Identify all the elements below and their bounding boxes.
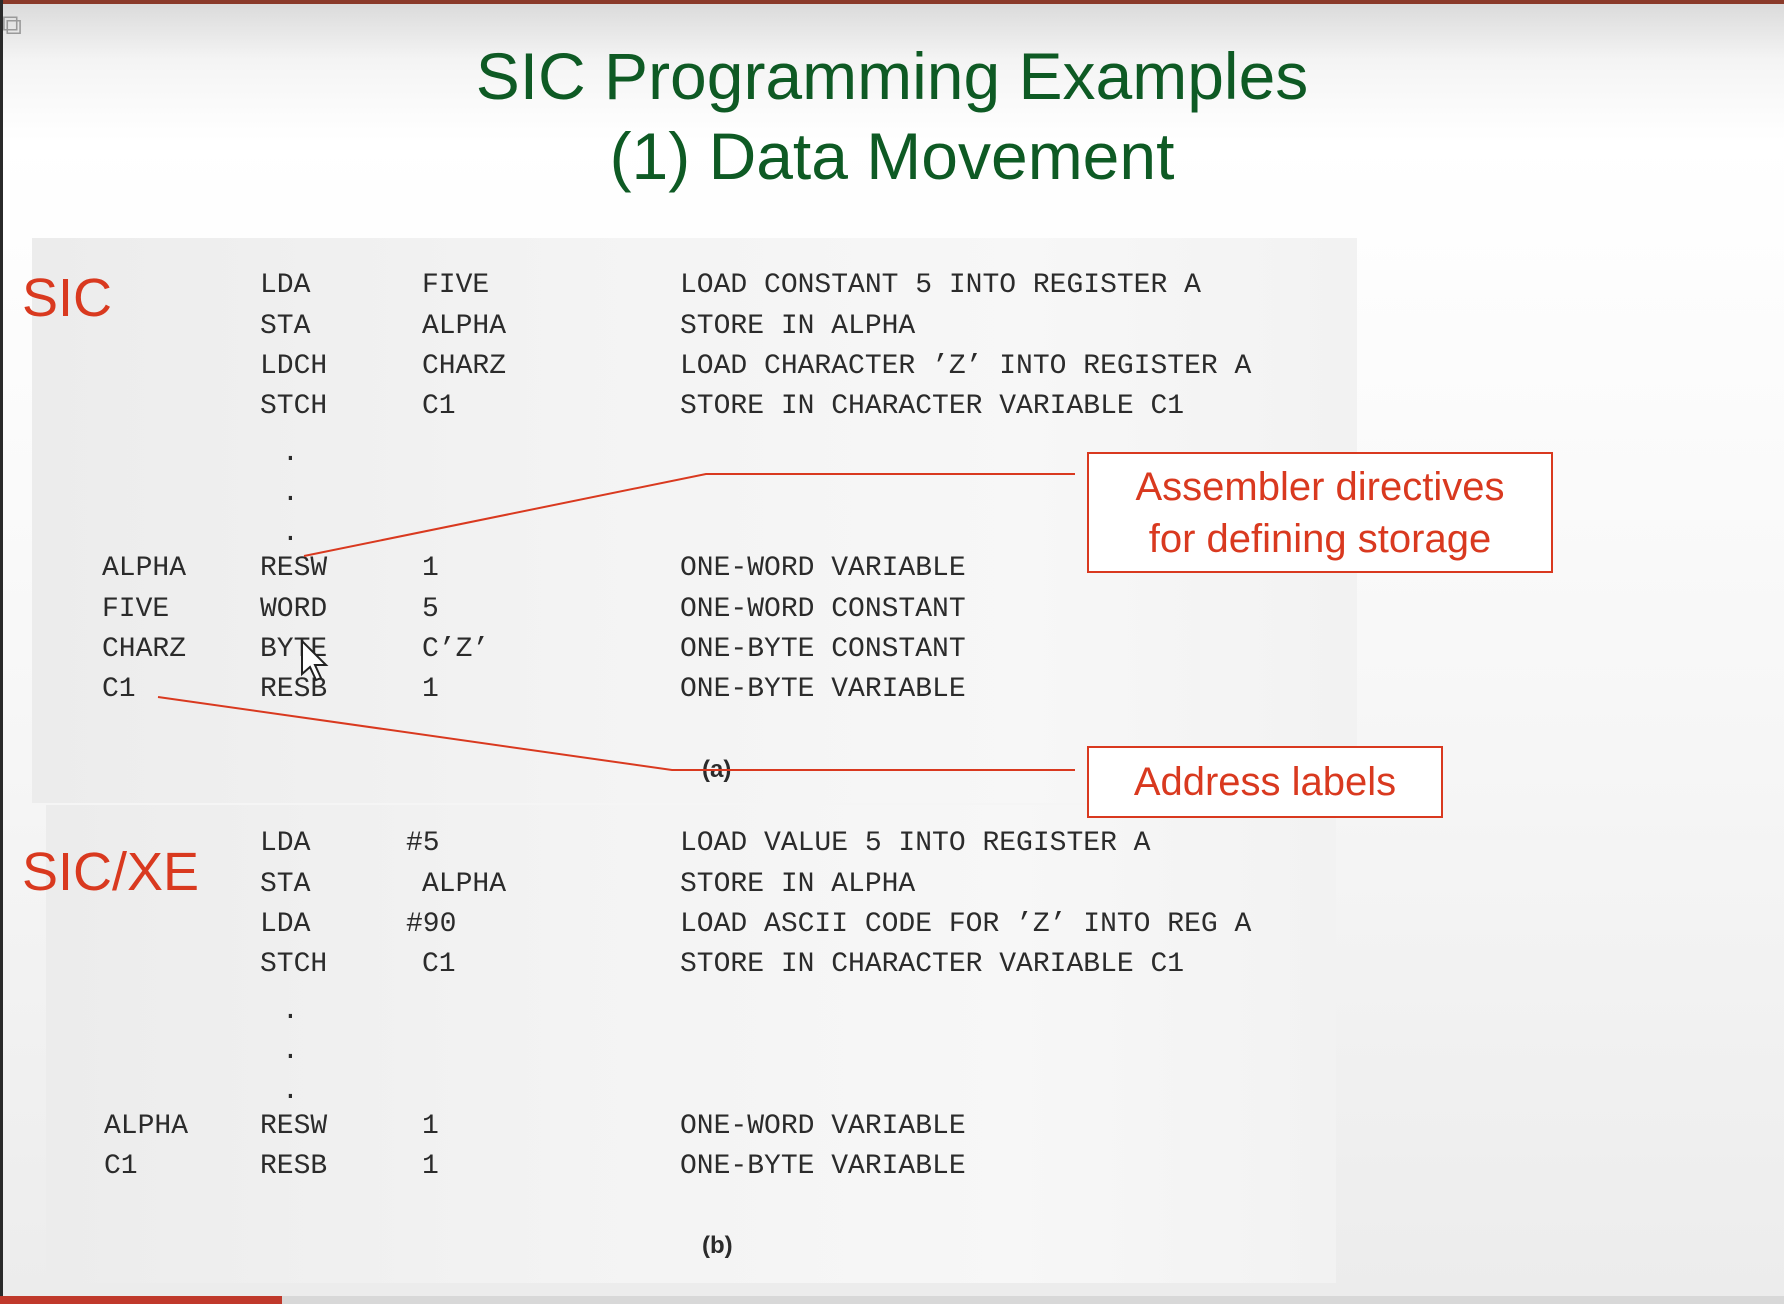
code-op: LDA <box>260 270 311 301</box>
code-ellipsis-dot: . <box>282 1076 299 1107</box>
code-op: STA <box>260 869 311 900</box>
code-op: RESW <box>260 553 328 584</box>
code-operand: 5 <box>422 594 439 625</box>
section-label-sicxe: SIC/XE <box>22 842 200 902</box>
code-comment: LOAD CONSTANT 5 INTO REGISTER A <box>680 270 1201 301</box>
code-operand: C1 <box>422 391 456 422</box>
code-op: LDCH <box>260 351 328 382</box>
title-line-2: (1) Data Movement <box>609 119 1175 193</box>
left-border <box>0 0 3 1304</box>
progress-fill <box>0 1296 282 1304</box>
corner-logo-icon: ⧉ <box>2 8 22 41</box>
code-op: STCH <box>260 391 328 422</box>
code-comment: ONE-WORD VARIABLE <box>680 1111 966 1142</box>
code-ellipsis-dot: . <box>282 1036 299 1067</box>
code-comment: LOAD ASCII CODE FOR ’Z’ INTO REG A <box>680 909 1252 940</box>
code-label: C1 <box>104 1151 138 1182</box>
code-operand: 1 <box>422 674 439 705</box>
code-ellipsis-dot: . <box>282 478 299 509</box>
code-operand: ALPHA <box>422 311 507 342</box>
code-operand: 1 <box>422 1111 439 1142</box>
code-label: CHARZ <box>102 634 187 665</box>
title-line-1: SIC Programming Examples <box>475 39 1309 113</box>
code-operand: C’Z’ <box>422 634 490 665</box>
callout-directives-line-2: for defining storage <box>1148 517 1492 561</box>
code-operand: #90 <box>406 909 457 940</box>
code-comment: STORE IN ALPHA <box>680 311 916 342</box>
code-ellipsis-dot: . <box>282 518 299 549</box>
section-label-sic: SIC <box>22 268 113 328</box>
figure-caption-a: (a) <box>702 756 732 783</box>
code-operand: CHARZ <box>422 351 507 382</box>
code-comment: ONE-BYTE VARIABLE <box>680 1151 966 1182</box>
code-comment: LOAD VALUE 5 INTO REGISTER A <box>680 828 1151 859</box>
scan-background-b <box>46 805 1336 1283</box>
code-op: LDA <box>260 828 311 859</box>
code-label: FIVE <box>102 594 170 625</box>
code-op: STCH <box>260 949 328 980</box>
callout-address-labels: Address labels <box>1087 746 1443 818</box>
code-operand: 1 <box>422 1151 439 1182</box>
code-op: BYTE <box>260 634 328 665</box>
code-comment: LOAD CHARACTER ’Z’ INTO REGISTER A <box>680 351 1252 382</box>
code-operand: #5 <box>406 828 440 859</box>
callout-directives-line-1: Assembler directives <box>1135 465 1505 509</box>
code-comment: ONE-BYTE CONSTANT <box>680 634 966 665</box>
code-label: ALPHA <box>102 553 187 584</box>
code-operand: ALPHA <box>422 869 507 900</box>
code-label: C1 <box>102 674 136 705</box>
top-border <box>0 0 1784 4</box>
code-op: RESB <box>260 1151 328 1182</box>
code-operand: C1 <box>422 949 456 980</box>
code-operand: 1 <box>422 553 439 584</box>
code-comment: ONE-WORD VARIABLE <box>680 553 966 584</box>
code-op: RESW <box>260 1111 328 1142</box>
code-ellipsis-dot: . <box>282 438 299 469</box>
code-comment: STORE IN CHARACTER VARIABLE C1 <box>680 949 1185 980</box>
figure-caption-b: (b) <box>702 1232 733 1259</box>
code-comment: ONE-WORD CONSTANT <box>680 594 966 625</box>
code-label: ALPHA <box>104 1111 189 1142</box>
code-comment: STORE IN CHARACTER VARIABLE C1 <box>680 391 1185 422</box>
progress-track <box>0 1296 1784 1304</box>
code-operand: FIVE <box>422 270 490 301</box>
code-comment: STORE IN ALPHA <box>680 869 916 900</box>
code-op: STA <box>260 311 311 342</box>
slide-title: SIC Programming Examples (1) Data Moveme… <box>0 36 1784 196</box>
code-op: LDA <box>260 909 311 940</box>
callout-assembler-directives: Assembler directives for defining storag… <box>1087 452 1553 573</box>
code-op: RESB <box>260 674 328 705</box>
code-ellipsis-dot: . <box>282 996 299 1027</box>
code-op: WORD <box>260 594 328 625</box>
code-comment: ONE-BYTE VARIABLE <box>680 674 966 705</box>
